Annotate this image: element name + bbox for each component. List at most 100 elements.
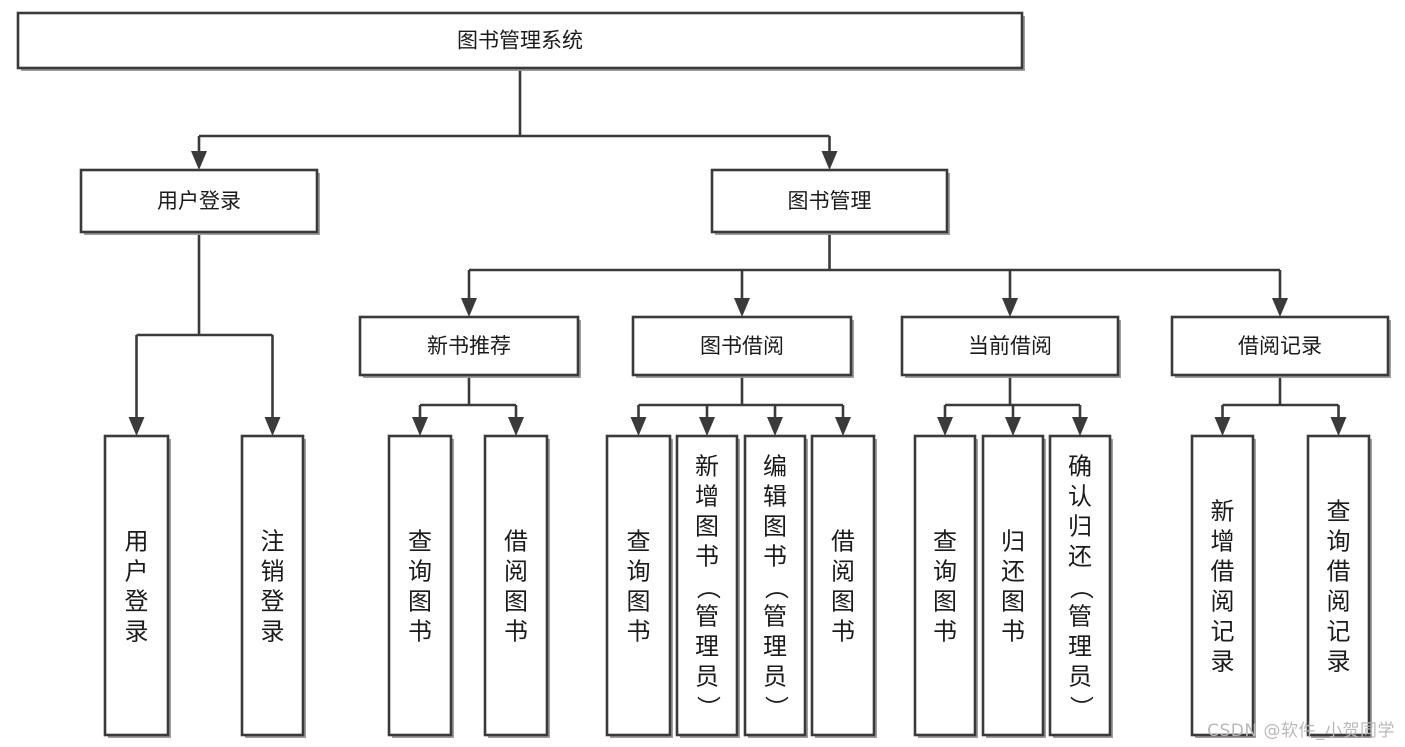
node-book-manage[interactable]: 图书管理 (710, 168, 950, 235)
svg-text:图: 图 (408, 588, 432, 616)
svg-text:录: 录 (125, 618, 149, 646)
svg-text:借: 借 (1327, 558, 1351, 586)
node-current-borrow[interactable]: 当前借阅 (900, 315, 1121, 378)
edge-group-user-login (128, 232, 281, 436)
node-label: 新书推荐 (427, 334, 511, 358)
svg-text:图: 图 (933, 588, 957, 616)
edge-group-new-book-recommend (412, 375, 524, 436)
svg-text:录: 录 (261, 618, 285, 646)
svg-text:记: 记 (1211, 618, 1235, 646)
svg-text:新: 新 (1211, 498, 1235, 526)
svg-text:管: 管 (1068, 603, 1092, 631)
edge-group-borrow-record (1214, 375, 1347, 436)
svg-text:录: 录 (1327, 648, 1351, 676)
svg-text:书: 书 (627, 618, 651, 646)
svg-text:员: 员 (1068, 663, 1092, 691)
svg-text:新: 新 (695, 453, 719, 481)
svg-text:注: 注 (261, 528, 285, 556)
svg-text:归: 归 (1001, 528, 1025, 556)
svg-text:（: （ (694, 576, 722, 600)
svg-text:）: ） (762, 696, 790, 720)
node-label: 图书管理系统 (457, 29, 583, 53)
svg-text:书: 书 (1001, 618, 1025, 646)
svg-text:归: 归 (1068, 513, 1092, 541)
svg-text:询: 询 (1327, 528, 1351, 556)
svg-text:书: 书 (695, 543, 719, 571)
node-label: 用户登录 (125, 528, 149, 646)
svg-text:管: 管 (763, 603, 787, 631)
svg-text:员: 员 (763, 663, 787, 691)
svg-text:查: 查 (933, 528, 957, 556)
svg-text:用: 用 (125, 528, 149, 556)
svg-text:书: 书 (831, 618, 855, 646)
edge-group-book-manage (461, 232, 1288, 317)
svg-text:图: 图 (831, 588, 855, 616)
edge-group-root (191, 68, 838, 170)
svg-text:查: 查 (627, 528, 651, 556)
svg-text:书: 书 (408, 618, 432, 646)
svg-text:（: （ (1067, 576, 1095, 600)
svg-text:图: 图 (695, 513, 719, 541)
svg-text:书: 书 (504, 618, 528, 646)
node-leaf-user-login[interactable]: 用户登录 (103, 434, 171, 738)
svg-text:理: 理 (695, 633, 719, 661)
svg-text:还: 还 (1001, 558, 1025, 586)
node-new-book-recommend[interactable]: 新书推荐 (358, 315, 581, 378)
svg-text:户: 户 (125, 558, 149, 586)
svg-text:阅: 阅 (1327, 588, 1351, 616)
svg-text:增: 增 (1211, 528, 1235, 556)
node-label: 图书借阅 (700, 334, 784, 358)
svg-text:辑: 辑 (763, 483, 787, 511)
svg-text:登: 登 (261, 588, 285, 616)
svg-text:）: ） (1067, 696, 1095, 720)
svg-text:）: ） (694, 696, 722, 720)
edge-group-book-borrow (630, 375, 851, 436)
node-label: 用户登录 (157, 189, 241, 213)
svg-text:借: 借 (831, 528, 855, 556)
svg-text:查: 查 (408, 528, 432, 556)
svg-text:图: 图 (1001, 588, 1025, 616)
svg-text:还: 还 (1068, 543, 1092, 571)
node-borrow-record[interactable]: 借阅记录 (1170, 315, 1391, 378)
svg-text:理: 理 (763, 633, 787, 661)
svg-text:录: 录 (1211, 648, 1235, 676)
svg-text:理: 理 (1068, 633, 1092, 661)
svg-text:阅: 阅 (1211, 588, 1235, 616)
node-label: 图书管理 (788, 189, 872, 213)
svg-text:询: 询 (408, 558, 432, 586)
node-user-login[interactable]: 用户登录 (79, 168, 320, 235)
svg-text:增: 增 (695, 483, 719, 511)
svg-text:借: 借 (1211, 558, 1235, 586)
node-book-borrow[interactable]: 图书借阅 (631, 315, 854, 378)
node-label: 借阅记录 (1238, 334, 1322, 358)
svg-text:图: 图 (627, 588, 651, 616)
node-root-图书管理系统[interactable]: 图书管理系统 (16, 11, 1025, 71)
edge-group-current-borrow (937, 375, 1088, 436)
svg-text:查: 查 (1327, 498, 1351, 526)
svg-text:确: 确 (1068, 453, 1092, 481)
svg-text:借: 借 (504, 528, 528, 556)
